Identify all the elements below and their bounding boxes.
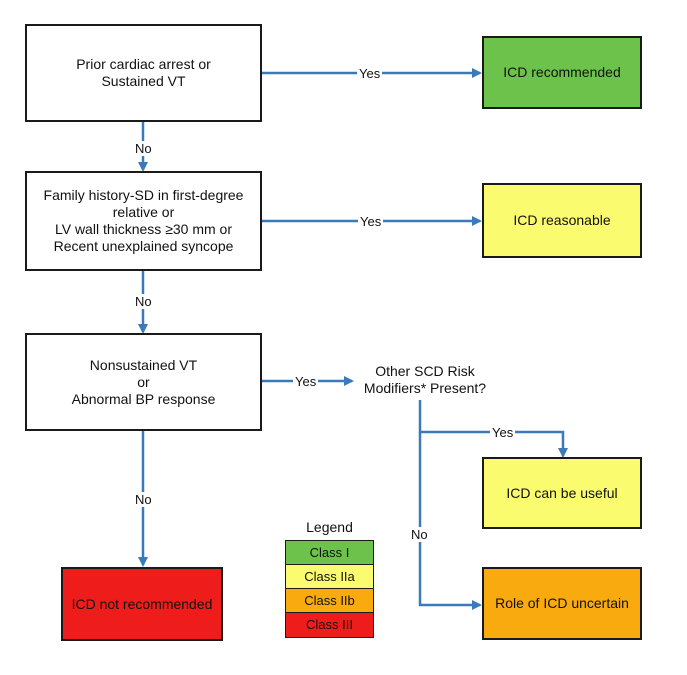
legend-class-i: Class I	[286, 541, 373, 565]
family-history-line-4: Recent unexplained syncope	[53, 238, 234, 254]
icd-reasonable-box: ICD reasonable	[482, 183, 642, 258]
other-modifiers-question: Other SCD Risk Modifiers* Present?	[350, 363, 500, 397]
edge-label-no-3: No	[133, 492, 154, 507]
icd-reasonable-label: ICD reasonable	[513, 212, 611, 228]
icd-recommended-box: ICD recommended	[482, 36, 642, 109]
edge-label-yes-2: Yes	[358, 214, 384, 229]
arrow-modifiers-to-uncertain	[418, 432, 482, 610]
edge-label-yes-4: Yes	[490, 425, 516, 440]
nsvt-box: Nonsustained VT or Abnormal BP response	[25, 333, 262, 431]
edge-label-yes-3: Yes	[293, 374, 319, 389]
legend-class-iib: Class IIb	[286, 589, 373, 613]
nsvt-line-2: or	[137, 373, 150, 390]
icd-uncertain-label: Role of ICD uncertain	[495, 595, 629, 611]
legend-table: Class I Class IIa Class IIb Class III	[285, 540, 374, 638]
icd-useful-box: ICD can be useful	[482, 457, 642, 529]
edge-label-no-2: No	[133, 294, 154, 309]
other-modifiers-line-1: Other SCD Risk	[375, 363, 475, 379]
icd-not-recommended-box: ICD not recommended	[61, 567, 223, 641]
family-history-line-2: relative or	[112, 204, 175, 220]
family-history-box: Family history-SD in first-degree relati…	[25, 171, 262, 271]
legend: Legend Class I Class IIa Class IIb Class…	[285, 519, 374, 638]
nsvt-line-1: Nonsustained VT	[89, 356, 198, 373]
edge-label-no-1: No	[133, 141, 154, 156]
legend-class-iii: Class III	[286, 613, 373, 637]
icd-not-recommended-label: ICD not recommended	[71, 595, 213, 612]
legend-class-iia: Class IIa	[286, 565, 373, 589]
icd-uncertain-box: Role of ICD uncertain	[482, 567, 642, 640]
legend-title: Legend	[306, 519, 353, 535]
nsvt-line-3: Abnormal BP response	[71, 390, 216, 407]
edge-label-no-4: No	[409, 527, 430, 542]
edge-label-yes-1: Yes	[357, 66, 383, 81]
prior-arrest-line-2: Sustained VT	[101, 73, 186, 89]
family-history-line-3: LV wall thickness ≥30 mm or	[54, 221, 233, 237]
other-modifiers-line-2: Modifiers* Present?	[363, 380, 487, 396]
icd-useful-label: ICD can be useful	[506, 484, 618, 501]
icd-recommended-label: ICD recommended	[503, 64, 621, 80]
prior-arrest-line-1: Prior cardiac arrest or	[76, 56, 211, 72]
prior-arrest-box: Prior cardiac arrest or Sustained VT	[25, 24, 262, 122]
family-history-line-1: Family history-SD in first-degree	[43, 187, 244, 203]
